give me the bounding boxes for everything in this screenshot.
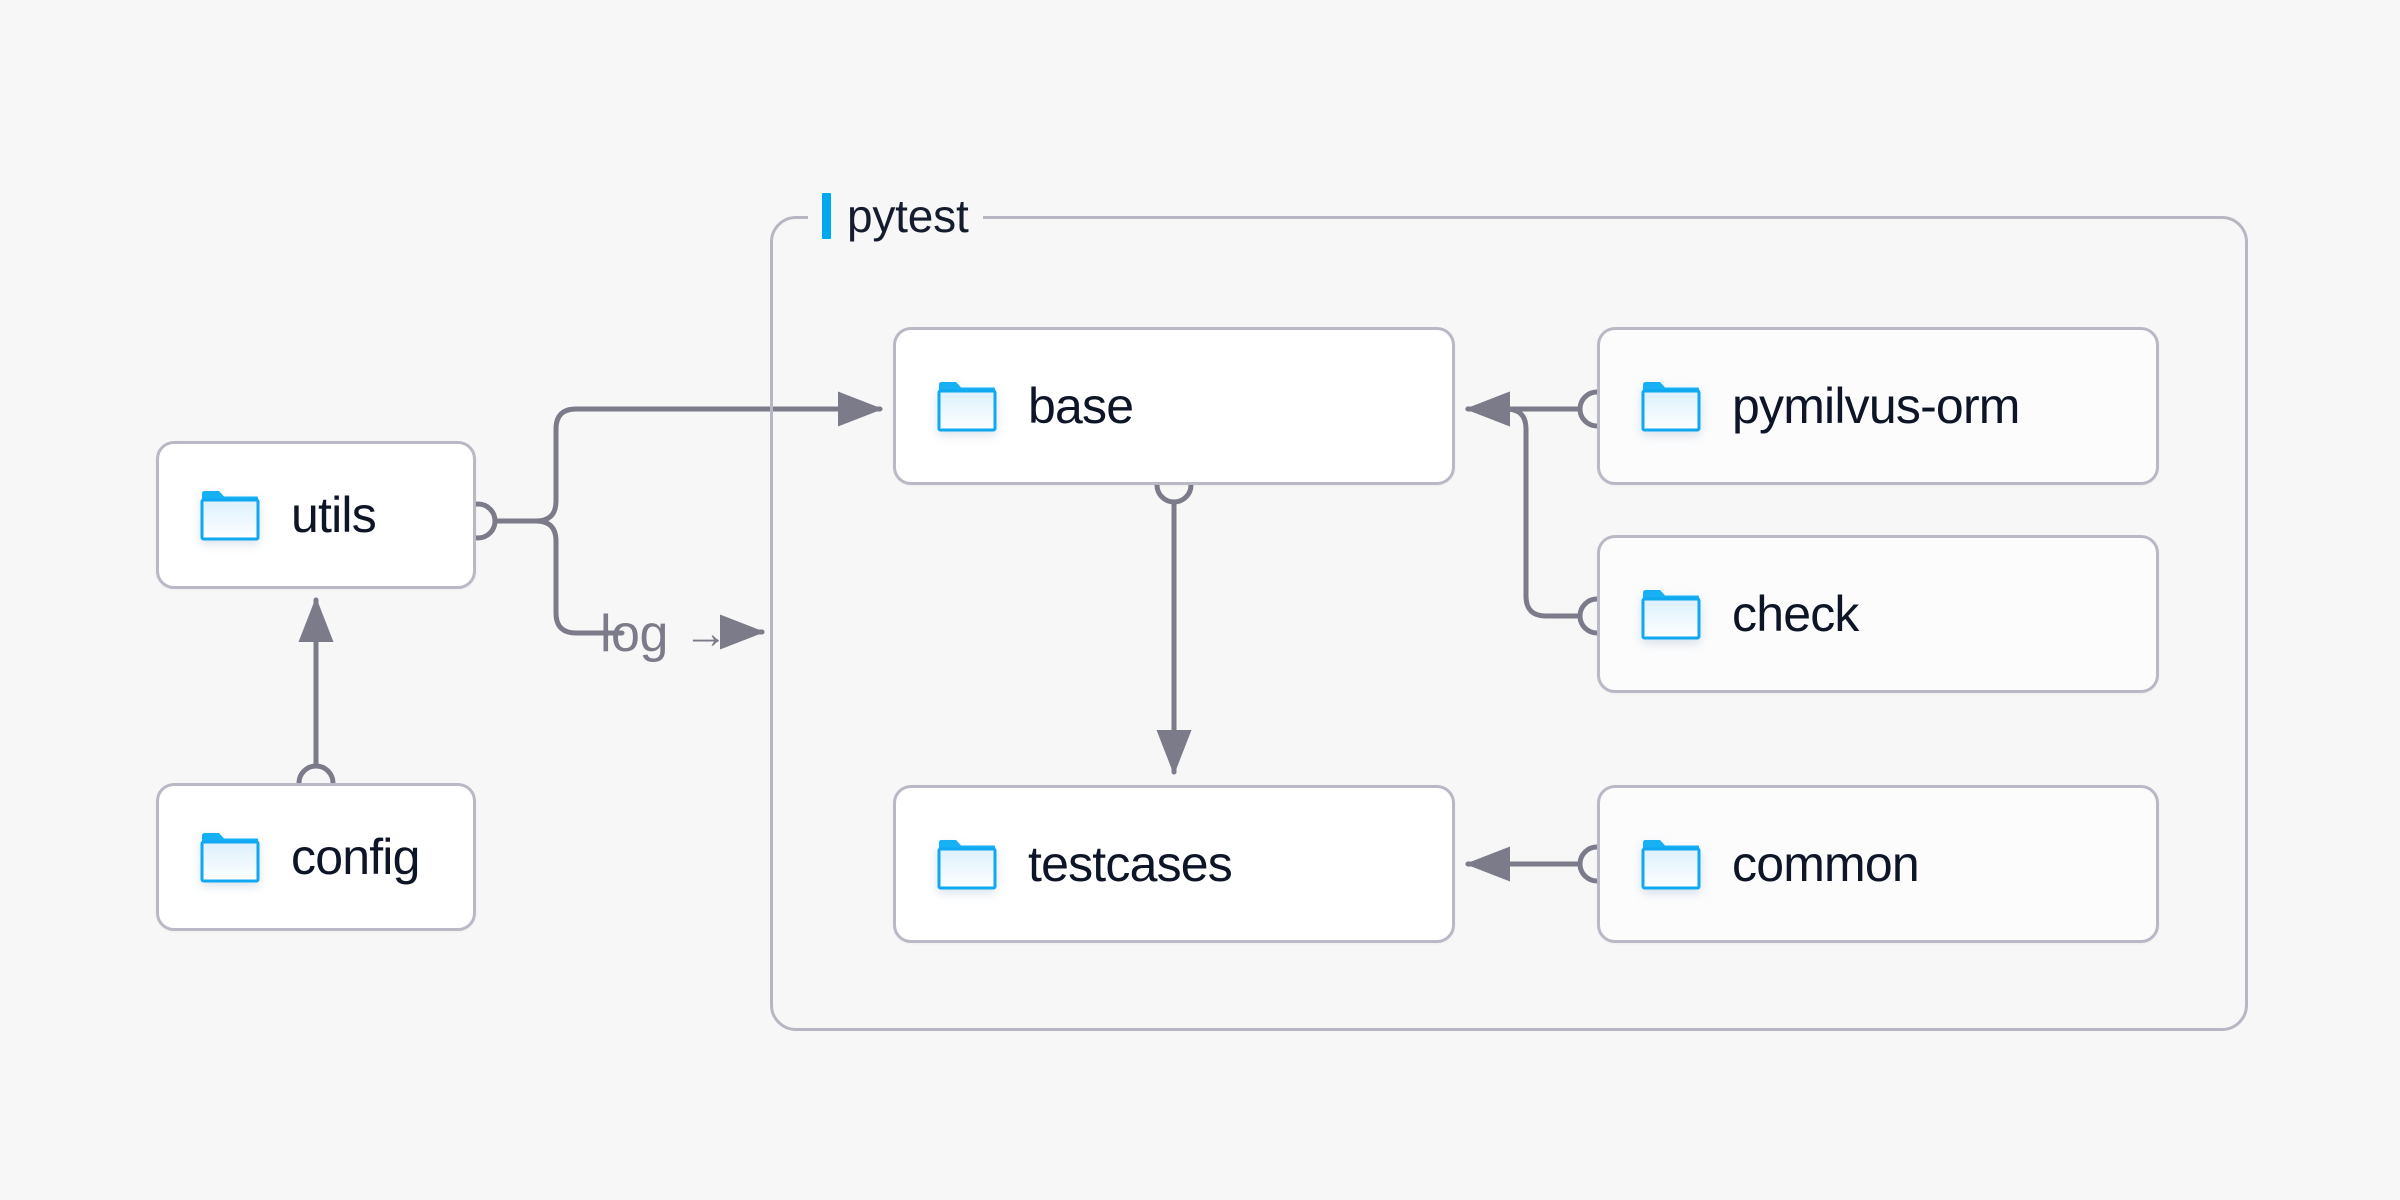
node-pymilvus-orm-content: pymilvus-orm	[1600, 379, 2020, 433]
node-utils-label: utils	[291, 487, 377, 543]
node-config-content: config	[159, 830, 420, 884]
pytest-group-container[interactable]	[770, 216, 2248, 1031]
node-base-content: base	[896, 378, 1134, 434]
node-testcases-label: testcases	[1028, 836, 1233, 892]
node-common-content: common	[1600, 836, 1920, 892]
folder-icon	[937, 382, 997, 432]
node-utils[interactable]: utils	[156, 441, 476, 589]
folder-icon	[200, 491, 260, 541]
node-common-label: common	[1732, 836, 1920, 892]
node-config[interactable]: config	[156, 783, 476, 931]
node-check-label: check	[1732, 586, 1859, 642]
accent-bar-icon	[822, 193, 831, 239]
node-common[interactable]: common	[1597, 785, 2159, 943]
arrow-right-icon: →	[683, 609, 728, 658]
node-base[interactable]: base	[893, 327, 1455, 485]
node-utils-content: utils	[159, 487, 377, 543]
node-check-content: check	[1600, 587, 1859, 641]
node-check[interactable]: check	[1597, 535, 2159, 693]
pytest-group-label-text: pytest	[847, 190, 969, 242]
edge-label-log: log →	[600, 605, 728, 663]
folder-icon	[200, 833, 260, 883]
folder-icon	[937, 840, 997, 890]
node-pymilvus-orm[interactable]: pymilvus-orm	[1597, 327, 2159, 485]
edge-label-log-text: log	[600, 605, 668, 663]
node-testcases-content: testcases	[896, 836, 1233, 892]
node-config-label: config	[291, 829, 420, 885]
node-base-label: base	[1028, 378, 1134, 434]
folder-icon	[1641, 382, 1701, 432]
folder-icon	[1641, 840, 1701, 890]
node-pymilvus-orm-label: pymilvus-orm	[1732, 378, 2020, 434]
node-testcases[interactable]: testcases	[893, 785, 1455, 943]
folder-icon	[1641, 590, 1701, 640]
pytest-group-label: pytest	[808, 187, 983, 245]
